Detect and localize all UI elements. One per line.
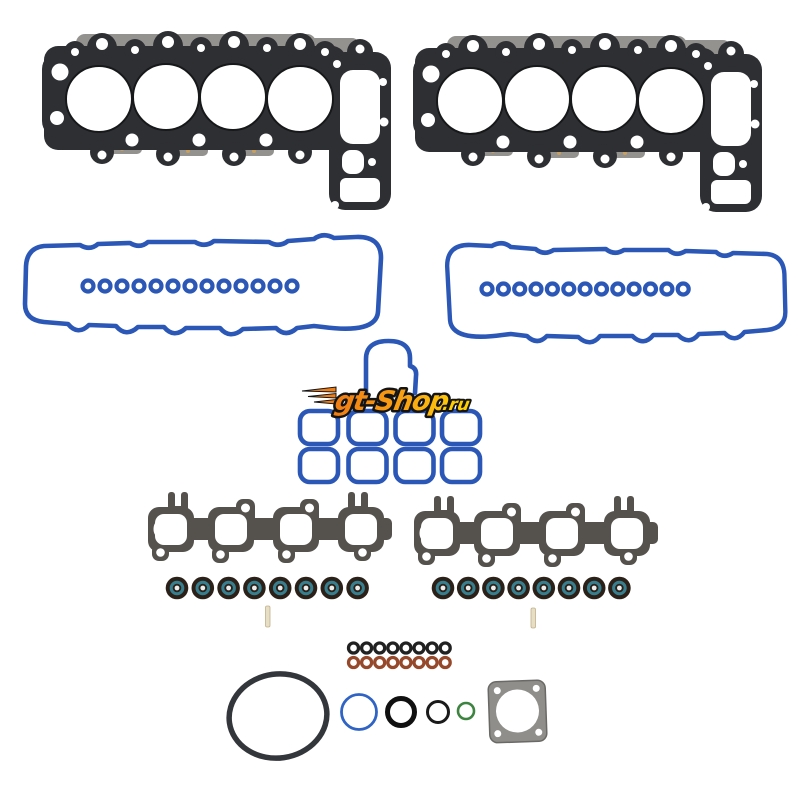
intake-port-gasket <box>297 408 341 447</box>
o-ring-small-brown <box>386 655 400 670</box>
o-ring-black-small <box>426 700 450 724</box>
o-ring-small-black <box>425 641 439 655</box>
o-ring-small-black <box>346 641 361 655</box>
valve-stem-seal <box>431 576 455 600</box>
intake-port-gasket <box>297 446 341 485</box>
bolt-hole <box>493 687 501 695</box>
o-ring-small-brown <box>399 655 413 670</box>
head-gasket-left <box>41 30 392 211</box>
watermark-tld-text: .ru <box>441 395 471 415</box>
o-ring-small-brown <box>346 655 361 670</box>
valve-cover-grommet <box>479 281 495 297</box>
valve-cover-grommet <box>199 278 215 294</box>
valve-stem-seal <box>217 576 240 600</box>
valve-stem-seal <box>507 576 530 600</box>
o-ring-small-brown <box>438 655 452 670</box>
valve-cover-grommet <box>610 281 626 297</box>
valve-cover-grommet <box>131 278 147 294</box>
valve-cover-grommet <box>97 278 113 294</box>
o-ring-black-medium <box>385 696 417 728</box>
o-ring-small-black <box>386 641 400 655</box>
valve-cover-grommet <box>250 278 266 294</box>
throttle-body-gasket <box>487 679 548 744</box>
exhaust-manifold-gasket-left <box>148 492 392 563</box>
valve-cover-grommet <box>114 278 130 294</box>
valve-stem-seal <box>191 576 215 600</box>
large-o-ring <box>226 671 330 761</box>
valve-stem-seal <box>294 576 318 600</box>
intake-port-gasket <box>346 408 389 447</box>
throttle-body-gasket-bore <box>495 689 539 733</box>
valve-cover-grommet <box>626 281 642 297</box>
valve-cover-grommet <box>577 281 593 297</box>
o-ring-small-black <box>373 641 387 655</box>
valve-cover-grommet <box>544 281 561 297</box>
valve-stem-seal <box>482 576 505 600</box>
valve-stem-seal <box>582 576 606 600</box>
valve-cover-grommet <box>165 278 181 294</box>
o-ring-blue <box>340 693 378 731</box>
valve-cover-grommet <box>593 281 610 297</box>
o-ring-small-black <box>399 641 413 655</box>
valve-cover-grommets-left <box>80 278 300 294</box>
intake-port-gasket <box>439 408 483 447</box>
small-o-rings-black <box>346 641 452 655</box>
head-gasket-right <box>412 32 763 213</box>
intake-port-gasket <box>346 446 389 485</box>
valve-cover-grommet <box>148 278 164 294</box>
valve-cover-grommet <box>528 281 544 297</box>
dowel-pin <box>530 607 536 629</box>
valve-cover-grommets-right <box>479 281 691 297</box>
valve-stem-seal <box>243 576 266 600</box>
valve-cover-grommet <box>512 281 528 297</box>
valve-cover-grommet <box>659 281 675 297</box>
speed-line <box>301 386 337 393</box>
o-ring-small-brown <box>373 655 387 670</box>
o-ring-small-black <box>359 641 374 655</box>
o-ring-small-black <box>438 641 452 655</box>
intake-port-gasket <box>393 408 436 447</box>
valve-cover-grommet <box>233 278 249 294</box>
valve-cover-grommet <box>80 278 96 294</box>
valve-stem-seals-left <box>165 576 369 600</box>
bolt-hole <box>494 730 502 738</box>
valve-stem-seals-right <box>431 576 631 600</box>
valve-stem-seal <box>456 576 480 600</box>
bolt-hole <box>535 728 543 736</box>
watermark-logo: gt-Shop .ru <box>301 384 473 419</box>
valve-stem-seal <box>532 576 556 600</box>
valve-cover-grommet <box>642 281 659 297</box>
small-o-rings-brown <box>346 655 452 670</box>
intake-port-gasket <box>393 446 436 485</box>
speed-line <box>313 398 337 405</box>
valve-cover-grommet <box>495 281 511 297</box>
o-ring-small-black <box>412 641 426 655</box>
o-ring-small-brown <box>412 655 426 670</box>
watermark-speed-lines <box>301 386 337 405</box>
intake-port-gaskets <box>297 408 483 485</box>
bolt-hole <box>532 684 540 692</box>
valve-stem-seal <box>268 576 292 600</box>
valve-cover-grommet <box>182 278 198 294</box>
valve-stem-seal <box>608 576 631 600</box>
valve-stem-seal <box>557 576 581 600</box>
watermark-brand-text: gt-Shop <box>332 386 451 417</box>
valve-stem-seal <box>165 576 189 600</box>
o-ring-green <box>456 701 476 721</box>
valve-cover-grommet <box>675 281 691 297</box>
intake-port-gasket <box>439 446 483 485</box>
speed-line <box>307 392 337 399</box>
valve-cover-grommet <box>561 281 577 297</box>
o-ring-small-brown <box>425 655 439 670</box>
valve-cover-grommet <box>267 278 283 294</box>
water-outlet-gasket <box>363 338 419 396</box>
valve-cover-grommet <box>216 278 232 294</box>
valve-stem-seal <box>320 576 344 600</box>
o-ring-small-brown <box>359 655 374 670</box>
dowel-pin <box>265 605 271 628</box>
valve-cover-grommet <box>284 278 300 294</box>
valve-stem-seal <box>346 576 369 600</box>
exhaust-manifold-gasket-right <box>414 496 658 567</box>
